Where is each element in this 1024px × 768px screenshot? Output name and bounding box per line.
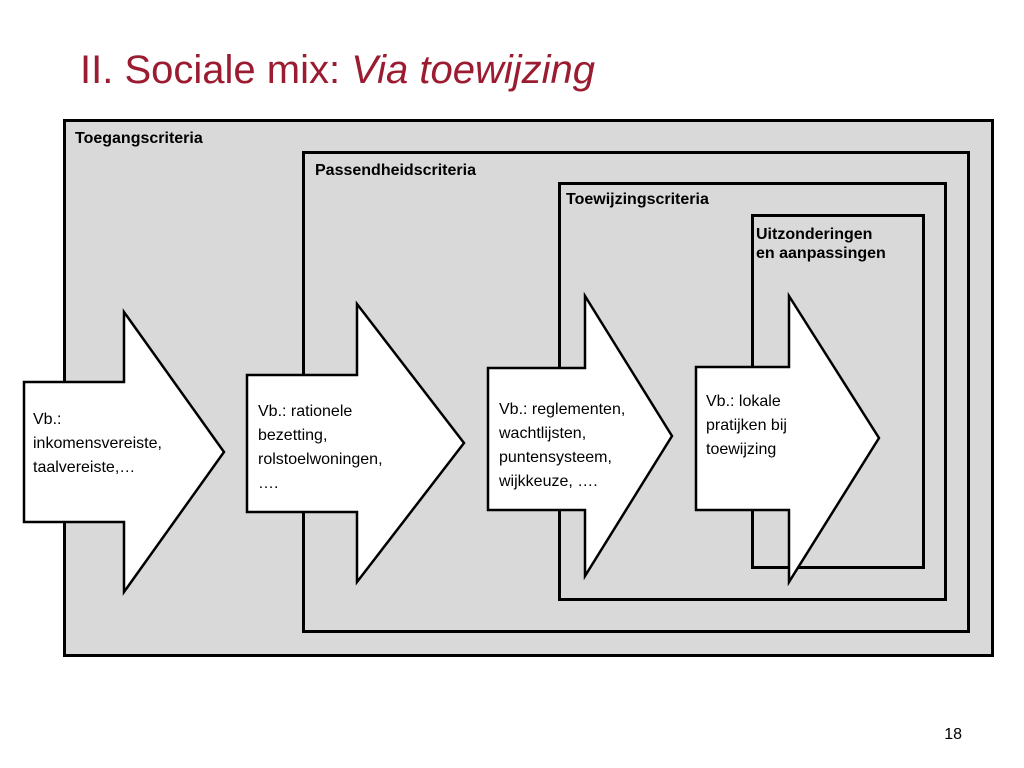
- arrow-3-shape: [486, 291, 674, 581]
- arrow-3-line-2: wachtlijsten,: [499, 425, 587, 442]
- slide-title-italic: Via toewijzing: [351, 48, 596, 92]
- arrow-1-line-1: Vb.:: [33, 411, 62, 428]
- arrow-4-line-3: toewijzing: [706, 441, 777, 458]
- box-label-toegangscriteria: Toegangscriteria: [75, 130, 203, 147]
- box-label-passendheidscriteria: Passendheidscriteria: [315, 162, 476, 179]
- arrow-2-line-1: Vb.: rationele: [258, 403, 353, 420]
- arrow-4-shape: [694, 291, 881, 587]
- arrow-2-line-4: ….: [258, 475, 279, 492]
- arrow-1-shape: [22, 308, 226, 596]
- arrow-2-shape: [245, 300, 466, 586]
- arrow-3-line-1: Vb.: reglementen,: [499, 401, 626, 418]
- arrow-4-line-2: pratijken bij: [706, 417, 787, 434]
- arrow-1-line-2: inkomensvereiste,: [33, 435, 162, 452]
- box-label-uitzonderingen-line-2: en aanpassingen: [756, 245, 886, 262]
- box-label-toewijzingscriteria: Toewijzingscriteria: [566, 191, 709, 208]
- arrow-2-line-3: rolstoelwoningen,: [258, 451, 383, 468]
- box-label-uitzonderingen-line-1: Uitzonderingen: [756, 226, 873, 243]
- arrow-4-text: Vb.: lokale pratijken bij toewijzing: [706, 390, 787, 462]
- arrow-3-line-3: puntensysteem,: [499, 449, 612, 466]
- arrow-1-line-3: taalvereiste,…: [33, 459, 136, 476]
- slide-title: II. Sociale mix: Via toewijzing: [80, 40, 595, 100]
- arrow-1-text: Vb.: inkomensvereiste, taalvereiste,…: [33, 408, 162, 480]
- arrow-2-text: Vb.: rationele bezetting, rolstoelwoning…: [258, 400, 383, 496]
- arrow-3-text: Vb.: reglementen, wachtlijsten, puntensy…: [499, 398, 625, 494]
- slide-title-plain: II. Sociale mix:: [80, 48, 352, 92]
- box-label-uitzonderingen: Uitzonderingen en aanpassingen: [756, 225, 886, 263]
- arrow-4-line-1: Vb.: lokale: [706, 393, 781, 410]
- arrow-3-line-4: wijkkeuze, ….: [499, 473, 598, 490]
- arrow-2-line-2: bezetting,: [258, 427, 328, 444]
- page-number: 18: [944, 726, 962, 743]
